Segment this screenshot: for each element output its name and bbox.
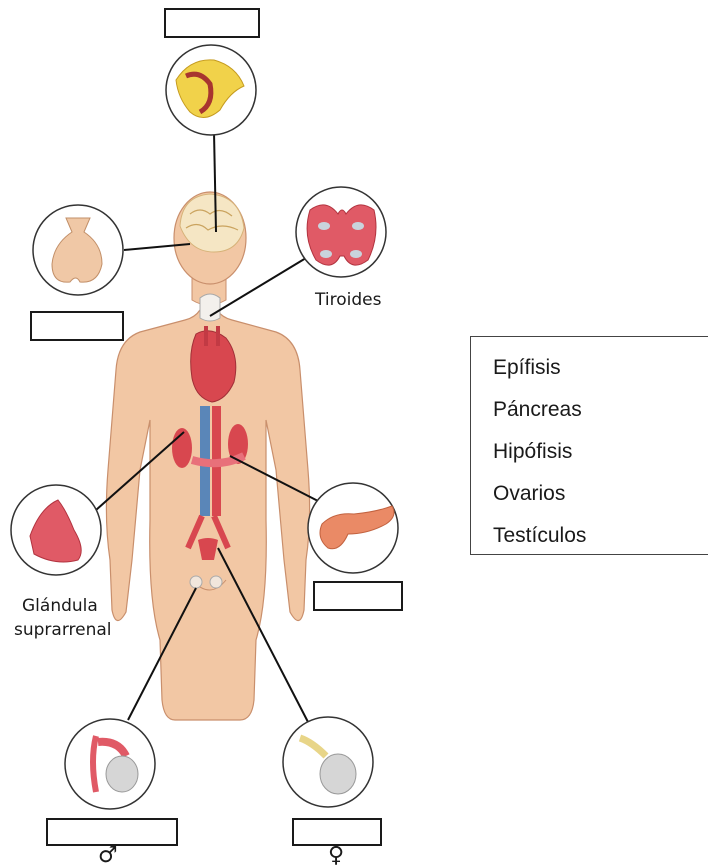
label-adrenal-line1: Glándula	[22, 596, 98, 616]
male-symbol-icon: ♂	[98, 843, 118, 868]
answer-box-pituitary[interactable]	[30, 311, 124, 341]
word-bank-item[interactable]: Páncreas	[493, 389, 708, 431]
answer-box-ovary[interactable]	[292, 818, 382, 846]
word-bank-item[interactable]: Testículos	[493, 515, 708, 557]
label-adrenal-line2: suprarrenal	[14, 620, 112, 640]
inset-pancreas	[308, 483, 398, 573]
label-thyroid: Tiroides	[315, 290, 381, 310]
inset-thyroid	[296, 187, 386, 277]
answer-box-pineal[interactable]	[164, 8, 260, 38]
word-bank-item[interactable]: Hipófisis	[493, 431, 708, 473]
inset-ovary	[283, 717, 373, 807]
answer-box-testis[interactable]	[46, 818, 178, 846]
inset-testis	[65, 719, 155, 809]
word-bank-item[interactable]: Epífisis	[493, 347, 708, 389]
answer-box-pancreas[interactable]	[313, 581, 403, 611]
word-bank-list: Epífisis Páncreas Hipófisis Ovarios Test…	[471, 337, 708, 557]
inset-adrenal	[11, 485, 101, 575]
word-bank: Epífisis Páncreas Hipófisis Ovarios Test…	[470, 336, 708, 555]
inset-pineal	[166, 45, 256, 135]
inset-pituitary	[33, 205, 123, 295]
female-symbol-icon: ♀	[328, 843, 344, 868]
word-bank-item[interactable]: Ovarios	[493, 473, 708, 515]
thyroid-organ	[200, 294, 220, 321]
